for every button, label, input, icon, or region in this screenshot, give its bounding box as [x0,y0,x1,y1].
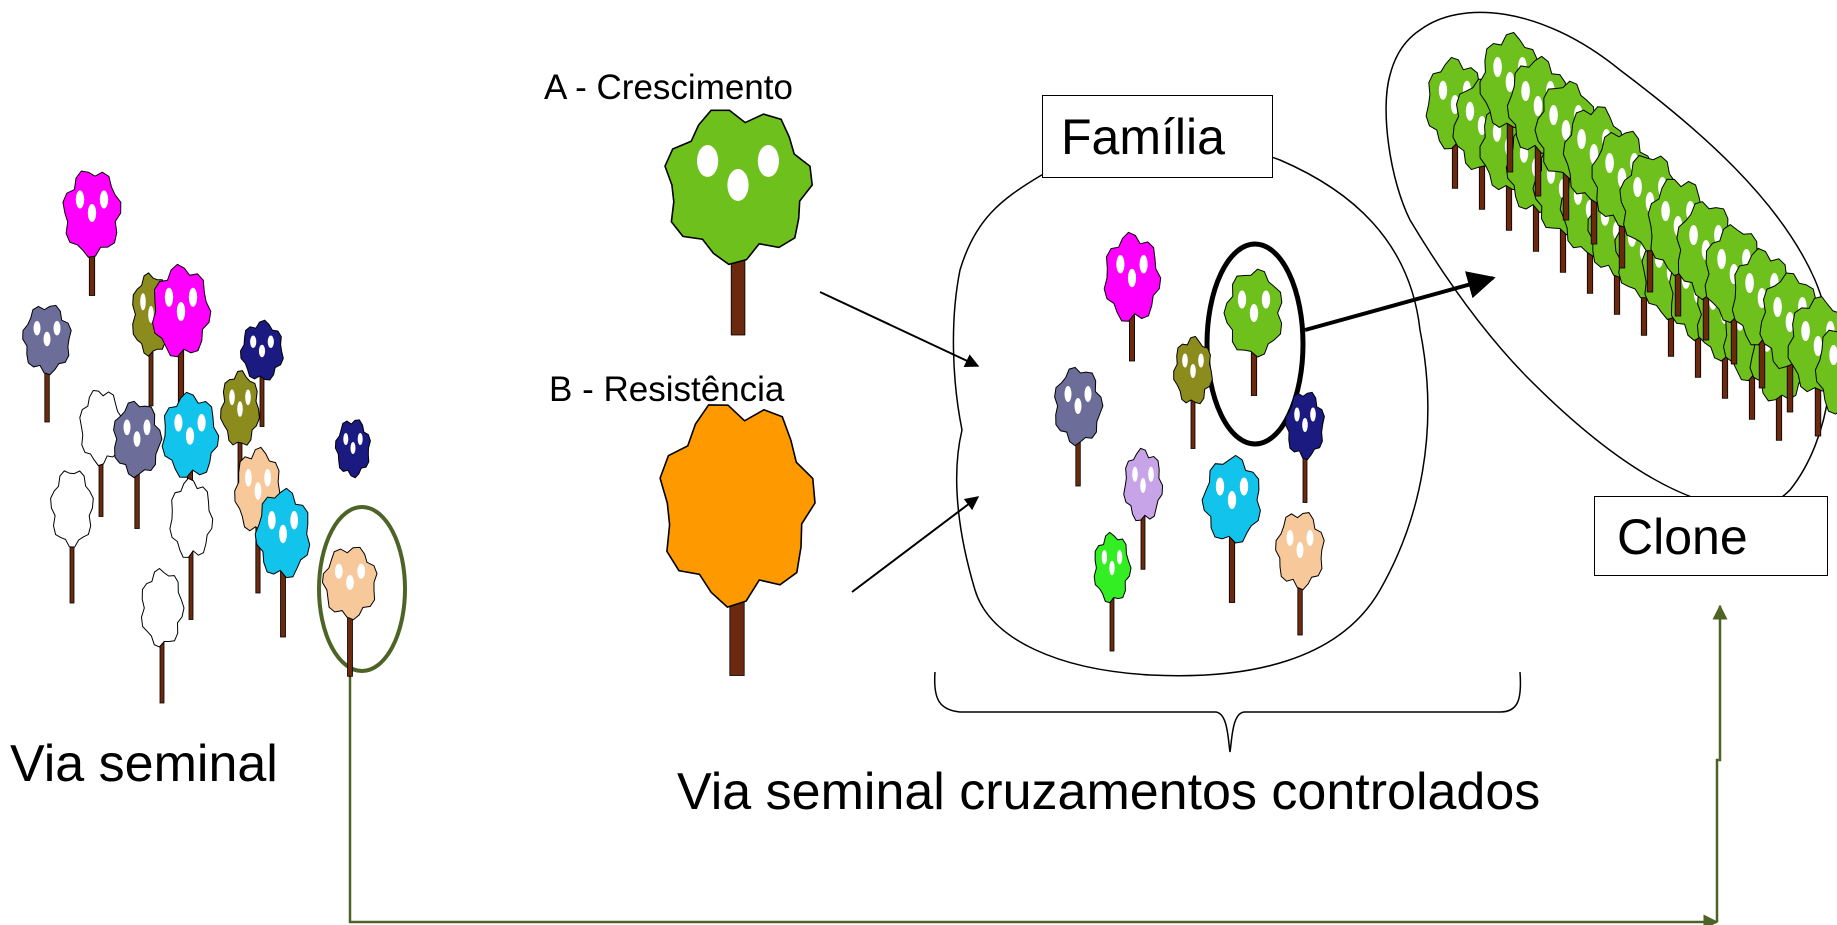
seminal-tree-icon [169,477,214,620]
family-tree-icon [1173,335,1213,449]
family-tree-icon [1275,512,1325,636]
label-via-controlled: Via seminal cruzamentos controlados [677,763,1541,821]
family-tree-icon [1103,231,1162,362]
family-tree-icon [1201,454,1261,603]
selection-ring-seminal [317,505,407,673]
label-parent-a: A - Crescimento [544,68,793,107]
label-via-seminal: Via seminal [10,735,278,793]
family-tree-icon [1285,391,1325,503]
seminal-tree-icon [140,567,185,704]
seminal-tree-icon [151,263,212,411]
seminal-tree-icon [334,419,371,479]
label-family: Família [1061,109,1225,165]
seminal-tree-icon [50,470,94,604]
parent-b-tree-icon [659,404,816,676]
parent-a-tree-icon [664,109,814,336]
seminal-tree-icon [22,304,72,423]
pathway-line-seminal-to-clone [348,660,1719,925]
clone-label-box: Clone [1594,496,1828,576]
family-tree-icon [1223,268,1283,396]
family-tree-icon [1054,366,1104,487]
seminal-tree-icon [254,487,311,638]
selection-ring-family [1204,241,1306,447]
arrow-a-to-family [819,291,980,367]
clone-tree-icon [1814,329,1837,415]
arrow-b-to-family [851,496,980,593]
arrow-selected-to-clone [1304,271,1496,332]
seminal-tree-icon [79,389,123,517]
seminal-tree-icon [239,319,284,427]
label-parent-b: B - Resistência [549,370,785,409]
label-clone: Clone [1617,509,1748,565]
family-brace [933,671,1522,753]
seminal-tree-icon [62,170,122,296]
family-label-box: Família [1042,95,1273,178]
pathway-line-up-to-clone [1712,604,1728,922]
family-tree-icon [1123,447,1164,570]
seminal-tree-icon [113,400,163,529]
family-tree-icon [1093,531,1132,652]
seminal-tree-icon [321,546,378,677]
family-outline [952,141,1429,677]
